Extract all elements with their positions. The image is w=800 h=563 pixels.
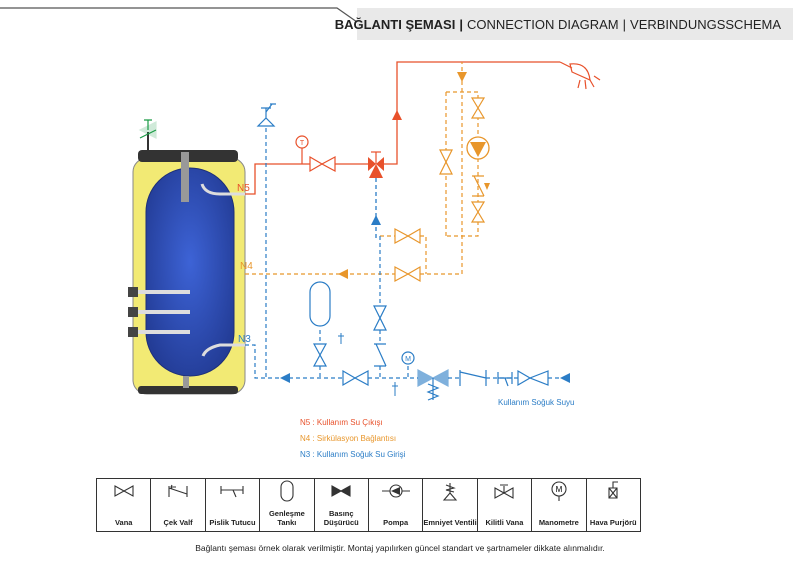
title-separator-2: | <box>622 16 627 32</box>
legend-cell-manometer: M Manometre <box>531 478 587 532</box>
legend-cell-strainer: Pislik Tutucu <box>204 478 261 532</box>
pump-icon <box>381 484 410 498</box>
valve-icon <box>114 485 134 497</box>
header-line <box>0 7 358 23</box>
svg-text:M: M <box>555 485 562 494</box>
cold-water-line <box>245 128 570 379</box>
check-valve-icon <box>168 484 188 497</box>
thermometer-icon <box>295 135 309 149</box>
legend-label: Vana <box>114 518 133 527</box>
legend-cell-air-vent: Hava Purjörü <box>585 478 642 532</box>
svg-text:M: M <box>405 356 411 363</box>
legend-cell-pressure-reducer: Basınç Düşürücü <box>313 478 369 532</box>
safety-valve-icon <box>442 483 458 501</box>
n4-label: N4 <box>240 261 253 272</box>
legend-n5: N5 : Kullanım Su Çıkışı <box>300 418 383 427</box>
connection-diagram: T <box>0 7 601 401</box>
shower-head-icon <box>559 61 601 90</box>
cold-safety-valve <box>256 103 276 127</box>
legend-cell-valve: Vana <box>95 478 152 532</box>
expansion-tank-icon <box>280 480 294 502</box>
tank-safety-valve <box>138 119 157 139</box>
hot-valve <box>309 155 336 173</box>
legend-label: Basınç Düşürücü <box>323 509 359 527</box>
legend-label: Kilitli Vana <box>485 518 524 527</box>
title-tr: BAĞLANTI ŞEMASI <box>334 16 456 32</box>
n3-label: N3 <box>238 334 251 345</box>
expansion-tank-icon <box>309 281 331 327</box>
legend-label: Manometre <box>538 518 579 527</box>
hot-water-line <box>245 61 560 240</box>
legend-cell-pump: Pompa <box>367 478 424 532</box>
manometer-icon: M <box>551 481 567 501</box>
legend-n4: N4 : Sirkülasyon Bağlantısı <box>300 434 397 443</box>
circulation-valves <box>394 97 486 283</box>
title-de: VERBINDUNGSSCHEMA <box>630 16 781 32</box>
legend-label: Pislik Tutucu <box>209 518 256 527</box>
legend-cell-lockable-valve: Kilitli Vana <box>476 478 533 532</box>
storage-tank <box>128 119 246 395</box>
legend-cell-safety-valve: Emniyet Ventili <box>422 478 478 532</box>
lockable-valve-icon <box>494 484 514 499</box>
manometer-icon <box>401 351 415 365</box>
svg-text:T: T <box>300 140 305 147</box>
legend-cell-check-valve: Çek Valf <box>150 478 206 532</box>
pressure-reducer <box>417 369 449 401</box>
legend-label: Pompa <box>383 518 409 527</box>
legend-label: Genleşme Tankı <box>268 509 305 527</box>
n5-label: N5 <box>237 183 250 194</box>
legend-label: Çek Valf <box>163 518 193 527</box>
legend-cell-expansion-tank: Genleşme Tankı <box>259 478 315 532</box>
mixing-valve <box>368 151 384 178</box>
page-title: BAĞLANTI ŞEMASI | CONNECTION DIAGRAM | V… <box>335 8 793 40</box>
footer-note: Bağlantı şeması örnek olarak verilmiştir… <box>195 543 605 553</box>
cold-water-label: Kullanım Soğuk Suyu <box>498 398 575 407</box>
pressure-reducer-icon <box>331 485 351 497</box>
heating-coil <box>133 290 190 334</box>
symbol-legend: Vana Çek Valf Pislik Tutucu Genleşme Tan… <box>95 478 642 532</box>
legend-label: Hava Purjörü <box>589 518 637 527</box>
title-en: CONNECTION DIAGRAM <box>466 16 619 32</box>
legend-label: Emniyet Ventili <box>423 518 477 527</box>
strainer-icon <box>220 486 245 498</box>
title-separator: | <box>459 16 463 32</box>
air-vent-icon <box>608 481 619 499</box>
legend-n3: N3 : Kullanım Soğuk Su Girişi <box>300 450 406 459</box>
